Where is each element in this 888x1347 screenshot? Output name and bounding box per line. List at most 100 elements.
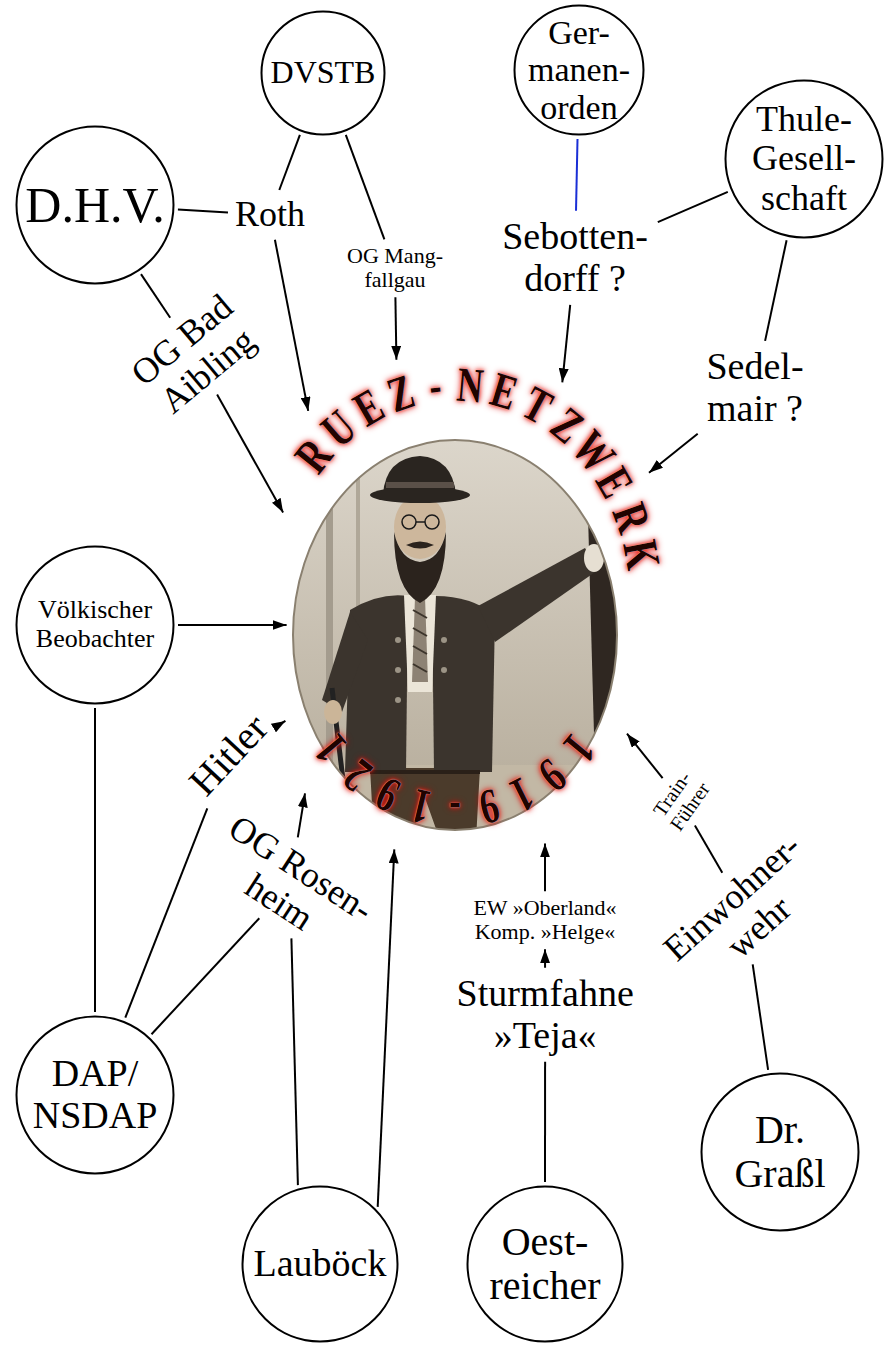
circle-outline bbox=[702, 1074, 859, 1231]
organisation-circle: Völkischer Beobachter bbox=[15, 545, 175, 705]
hat-brim bbox=[370, 487, 470, 503]
network-label: Sturmfahne »Teja« bbox=[453, 971, 638, 1059]
glasses bbox=[416, 521, 425, 523]
connector-line bbox=[753, 964, 768, 1070]
tie-stripes bbox=[413, 610, 427, 672]
glasses bbox=[425, 515, 439, 529]
left-arm bbox=[322, 612, 368, 712]
button bbox=[395, 637, 401, 643]
title-letter: 1 bbox=[503, 768, 541, 820]
connector-arrow bbox=[298, 793, 305, 837]
node-text: Ger- manen- orden bbox=[528, 14, 630, 126]
person-circle: Dr. Graßl bbox=[700, 1072, 860, 1232]
network-label: EW »Oberland« Komp. »Helge« bbox=[466, 894, 624, 946]
title-letter: - bbox=[449, 785, 461, 834]
connector-line bbox=[152, 918, 260, 1034]
connector-arrow bbox=[275, 240, 308, 411]
network-label: Sedel- mair ? bbox=[694, 344, 817, 432]
node-text: Völkischer Beobachter bbox=[36, 596, 154, 653]
connector-line bbox=[658, 192, 728, 222]
node-text: Sebotten- dorff ? bbox=[499, 216, 651, 300]
person-circle: Lauböck bbox=[241, 1185, 399, 1343]
circle-outline bbox=[243, 1187, 398, 1342]
title-letter: 1 bbox=[554, 726, 603, 771]
organisation-circle: Thule- Gesell- schaft bbox=[724, 79, 884, 239]
ground bbox=[290, 765, 622, 840]
face bbox=[394, 495, 446, 559]
connector-line bbox=[695, 826, 722, 873]
title-letter: 9 bbox=[530, 750, 575, 800]
beard bbox=[394, 532, 446, 603]
connector-arrow bbox=[544, 949, 546, 968]
connector-line bbox=[279, 135, 300, 190]
tie bbox=[412, 597, 428, 682]
photo-content bbox=[290, 438, 624, 840]
connector-arrow bbox=[276, 721, 286, 727]
node-text: OG Bad Aibling bbox=[120, 283, 270, 427]
node-text: Sedel- mair ? bbox=[698, 346, 813, 430]
title-letter: K bbox=[614, 537, 668, 574]
circle-outline bbox=[17, 547, 174, 704]
node-text: DAP/ NSDAP bbox=[33, 1053, 158, 1137]
title-letter: E bbox=[486, 365, 523, 419]
network-label: Roth bbox=[231, 193, 309, 237]
network-label: OG Bad Aibling bbox=[115, 279, 274, 431]
connector-line bbox=[346, 135, 385, 240]
organisation-circle: DVSTB bbox=[260, 10, 386, 136]
network-label: Einwohner- wehr bbox=[651, 822, 838, 1002]
connector-arrow bbox=[378, 849, 395, 1207]
right-arm bbox=[478, 548, 598, 642]
organisation-circle: Ger- manen- orden bbox=[513, 4, 645, 136]
photo-edge bbox=[293, 440, 617, 830]
person-circle: Oest- reicher bbox=[466, 1185, 624, 1343]
circle-outline bbox=[17, 127, 174, 284]
connector-arrow bbox=[544, 843, 546, 891]
button bbox=[441, 637, 447, 643]
organisation-circle: DAP/ NSDAP bbox=[15, 1015, 175, 1175]
title-letter: R bbox=[603, 497, 658, 538]
network-label: Train- Führer bbox=[643, 761, 717, 839]
circle-outline bbox=[468, 1187, 623, 1342]
connector-arrow bbox=[649, 434, 698, 473]
circle-outline bbox=[17, 1017, 174, 1174]
connector-arrow bbox=[217, 395, 283, 513]
node-text: OG Mang- fallgau bbox=[345, 244, 445, 292]
node-text: Hitler bbox=[180, 706, 276, 804]
node-text: Dr. Graßl bbox=[734, 1108, 825, 1196]
network-label: Hitler bbox=[176, 702, 280, 809]
connector-arrow bbox=[627, 734, 663, 778]
shirt bbox=[404, 595, 436, 692]
node-text: Roth bbox=[235, 195, 305, 235]
organisation-circle: D.H.V. bbox=[15, 125, 175, 285]
button bbox=[395, 697, 401, 703]
button bbox=[441, 667, 447, 673]
connector-line bbox=[765, 240, 787, 341]
moustache bbox=[406, 542, 434, 549]
hat-band bbox=[386, 482, 454, 488]
node-text: DVSTB bbox=[271, 55, 376, 90]
network-label: Sebotten- dorff ? bbox=[495, 214, 655, 302]
title-letter: Z bbox=[382, 367, 420, 421]
connector-line bbox=[291, 938, 298, 1185]
connector-line bbox=[94, 708, 96, 1012]
node-text: Einwohner- wehr bbox=[656, 826, 835, 998]
connector-arrow bbox=[395, 297, 396, 360]
title-letter: 2 bbox=[335, 750, 380, 800]
portrait-node: RUEZ-NETZWERK1919-1921 bbox=[265, 335, 690, 860]
jacket bbox=[432, 596, 495, 772]
node-text: OG Rosen- heim bbox=[197, 806, 383, 965]
network-label: OG Mang- fallgau bbox=[341, 242, 449, 294]
circle-outline bbox=[262, 12, 385, 135]
circle-outline bbox=[515, 6, 644, 135]
arched-title: 1919-1921 bbox=[265, 335, 690, 860]
node-text: Lauböck bbox=[254, 1243, 387, 1285]
title-letter: N bbox=[455, 360, 485, 411]
belt bbox=[370, 770, 480, 774]
hand bbox=[324, 700, 342, 724]
connector-arrow bbox=[178, 624, 287, 626]
glasses bbox=[402, 515, 416, 529]
button bbox=[395, 667, 401, 673]
title-letter: 1 bbox=[406, 780, 435, 832]
title-letter: 1 bbox=[307, 726, 356, 771]
